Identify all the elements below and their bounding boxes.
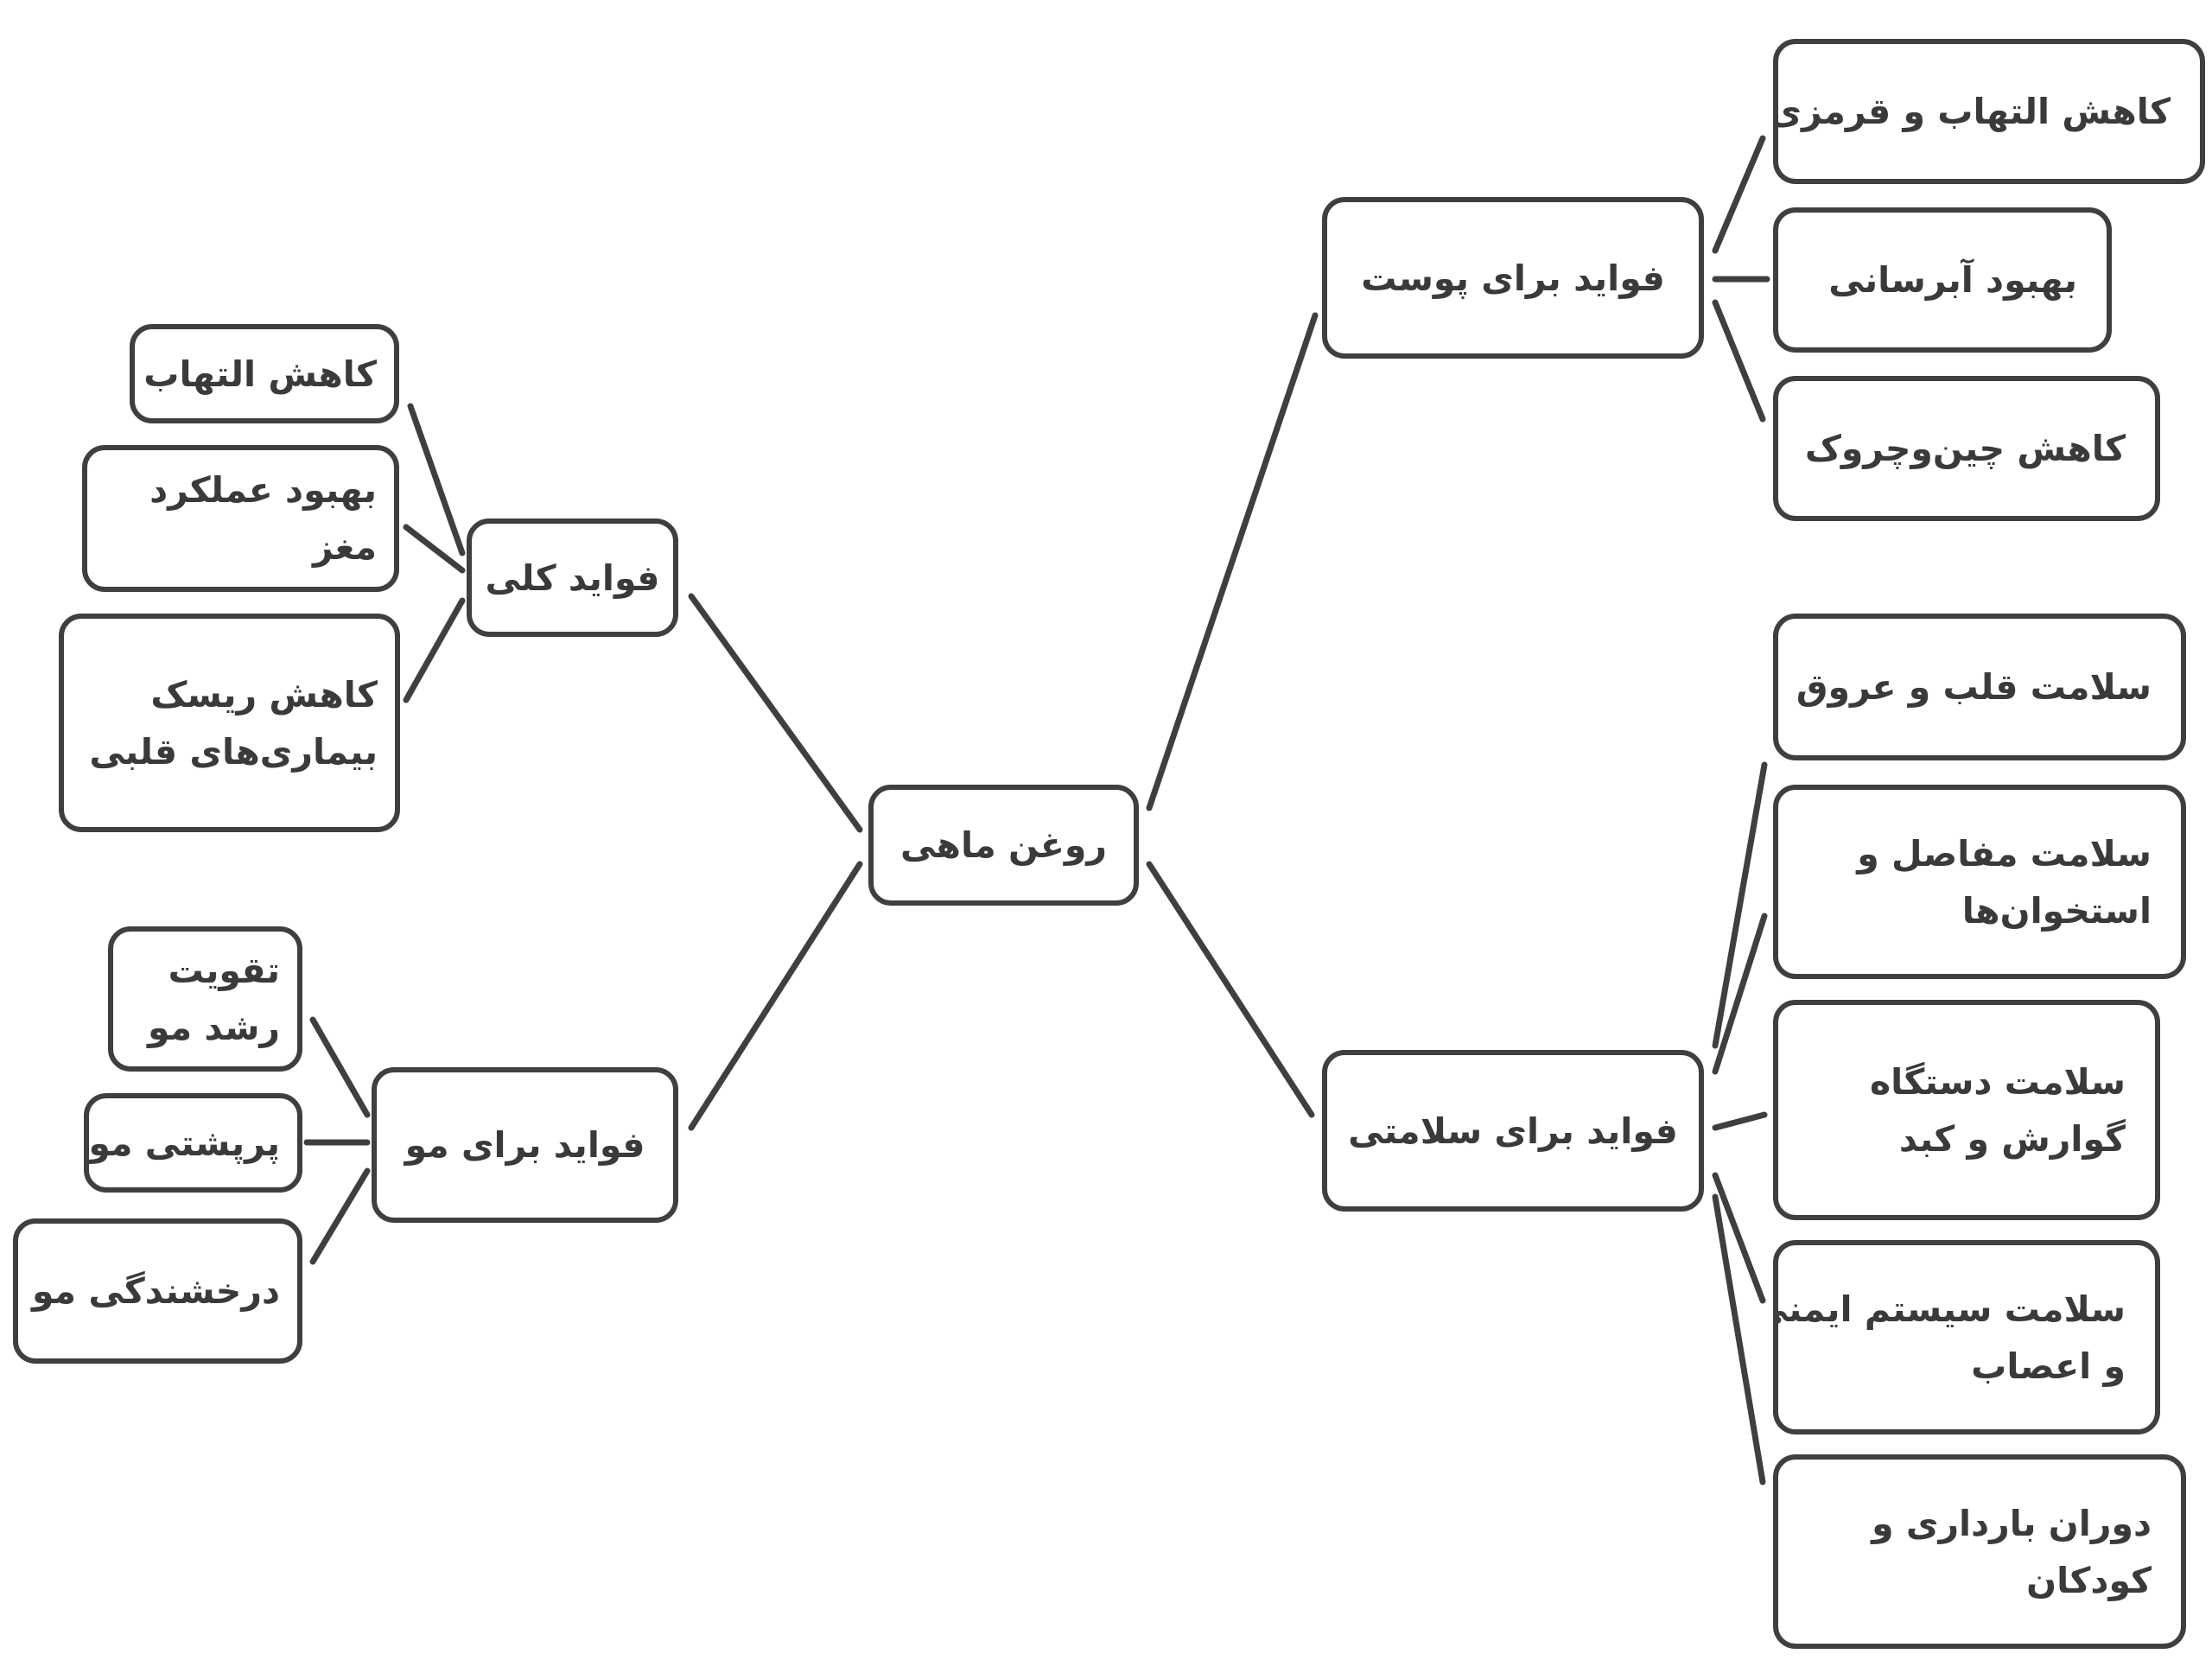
root-node[interactable]: روغن ماهی	[868, 785, 1139, 906]
leaf-node-skin-1[interactable]: کاهش التهاب و قرمزی	[1773, 39, 2205, 184]
leaf-node-hair-3[interactable]: درخشندگی مو	[13, 1218, 302, 1364]
root-label: روغن ماهی	[900, 824, 1107, 866]
link-hair-3	[309, 1167, 371, 1265]
leaf-label: سلامت قلب و عروق	[1796, 666, 2152, 708]
leaf-label-line-1: کاهش ریسک	[150, 673, 378, 716]
link-health-5	[1712, 1193, 1766, 1485]
leaf-label-line-2: استخوان‌ها	[1961, 889, 2152, 932]
link-general-2	[403, 524, 466, 574]
leaf-node-health-5[interactable]: دوران بارداری و کودکان	[1773, 1454, 2186, 1649]
branch-label-health: فواید برای سلامتی	[1348, 1110, 1678, 1152]
link-skin-3	[1712, 299, 1766, 423]
leaf-node-skin-2[interactable]: بهبود آبرسانی	[1773, 207, 2112, 353]
leaf-label: پرپشتی مو	[88, 1122, 280, 1164]
leaf-label-line-2: بیماری‌های قلبی	[89, 730, 378, 773]
leaf-label-line-1: دوران بارداری و	[1872, 1502, 2152, 1544]
link-general-3	[403, 597, 466, 703]
leaf-label-line-2: مغز	[312, 526, 377, 568]
leaf-label-line-1: سلامت مفاصل و	[1857, 832, 2152, 875]
branch-node-skin[interactable]: فواید برای پوست	[1322, 197, 1704, 359]
leaf-label: کاهش التهاب	[143, 353, 377, 395]
leaf-node-general-2[interactable]: بهبود عملکرد مغز	[82, 445, 399, 592]
leaf-node-health-3[interactable]: سلامت دستگاه گوارش و کبد	[1773, 1000, 2160, 1220]
leaf-label: درخشندگی مو	[31, 1270, 280, 1312]
leaf-label: بهبود آبرسانی	[1828, 259, 2077, 301]
link-skin-1	[1712, 135, 1766, 254]
link-hair-1	[309, 1016, 371, 1118]
branch-label-skin: فواید برای پوست	[1361, 257, 1665, 299]
link-health-4	[1712, 1172, 1766, 1304]
leaf-label-line-2: رشد مو	[148, 1007, 280, 1048]
leaf-node-general-3[interactable]: کاهش ریسک بیماری‌های قلبی	[59, 614, 400, 832]
leaf-label-line-2: و اعصاب	[1971, 1345, 2126, 1387]
leaf-label: کاهش التهاب و قرمزی	[1773, 91, 2171, 132]
leaf-label-line-1: تقویت	[168, 950, 280, 991]
branch-node-general[interactable]: فواید کلی	[467, 518, 678, 637]
branch-label-general: فواید کلی	[485, 557, 660, 599]
branch-label-hair: فواید برای مو	[404, 1124, 645, 1166]
leaf-node-general-1[interactable]: کاهش التهاب	[130, 324, 399, 423]
leaf-label-line-2: گوارش و کبد	[1898, 1117, 2126, 1160]
leaf-label-line-2: کودکان	[2026, 1559, 2152, 1601]
link-root-hair	[688, 861, 863, 1131]
link-root-skin	[1146, 312, 1319, 811]
leaf-node-health-1[interactable]: سلامت قلب و عروق	[1773, 614, 2186, 760]
leaf-label-line-1: بهبود عملکرد	[149, 469, 377, 511]
leaf-node-hair-1[interactable]: تقویت رشد مو	[108, 926, 302, 1072]
leaf-label-line-1: سلامت سیستم ایمنی	[1773, 1288, 2126, 1330]
leaf-label: کاهش چین‌وچروک	[1804, 428, 2126, 469]
leaf-node-health-4[interactable]: سلامت سیستم ایمنی و اعصاب	[1773, 1240, 2160, 1434]
link-health-1	[1712, 761, 1768, 1049]
link-root-health	[1146, 861, 1315, 1118]
link-general-1	[407, 403, 466, 557]
branch-node-health[interactable]: فواید برای سلامتی	[1322, 1050, 1704, 1212]
leaf-node-health-2[interactable]: سلامت مفاصل و استخوان‌ها	[1773, 785, 2186, 979]
link-health-3	[1712, 1111, 1768, 1131]
link-health-2	[1712, 913, 1768, 1075]
leaf-node-skin-3[interactable]: کاهش چین‌وچروک	[1773, 376, 2160, 521]
leaf-node-hair-2[interactable]: پرپشتی مو	[84, 1093, 302, 1193]
branch-node-hair[interactable]: فواید برای مو	[372, 1067, 678, 1223]
leaf-label-line-1: سلامت دستگاه	[1869, 1060, 2126, 1103]
link-root-general	[688, 593, 863, 833]
